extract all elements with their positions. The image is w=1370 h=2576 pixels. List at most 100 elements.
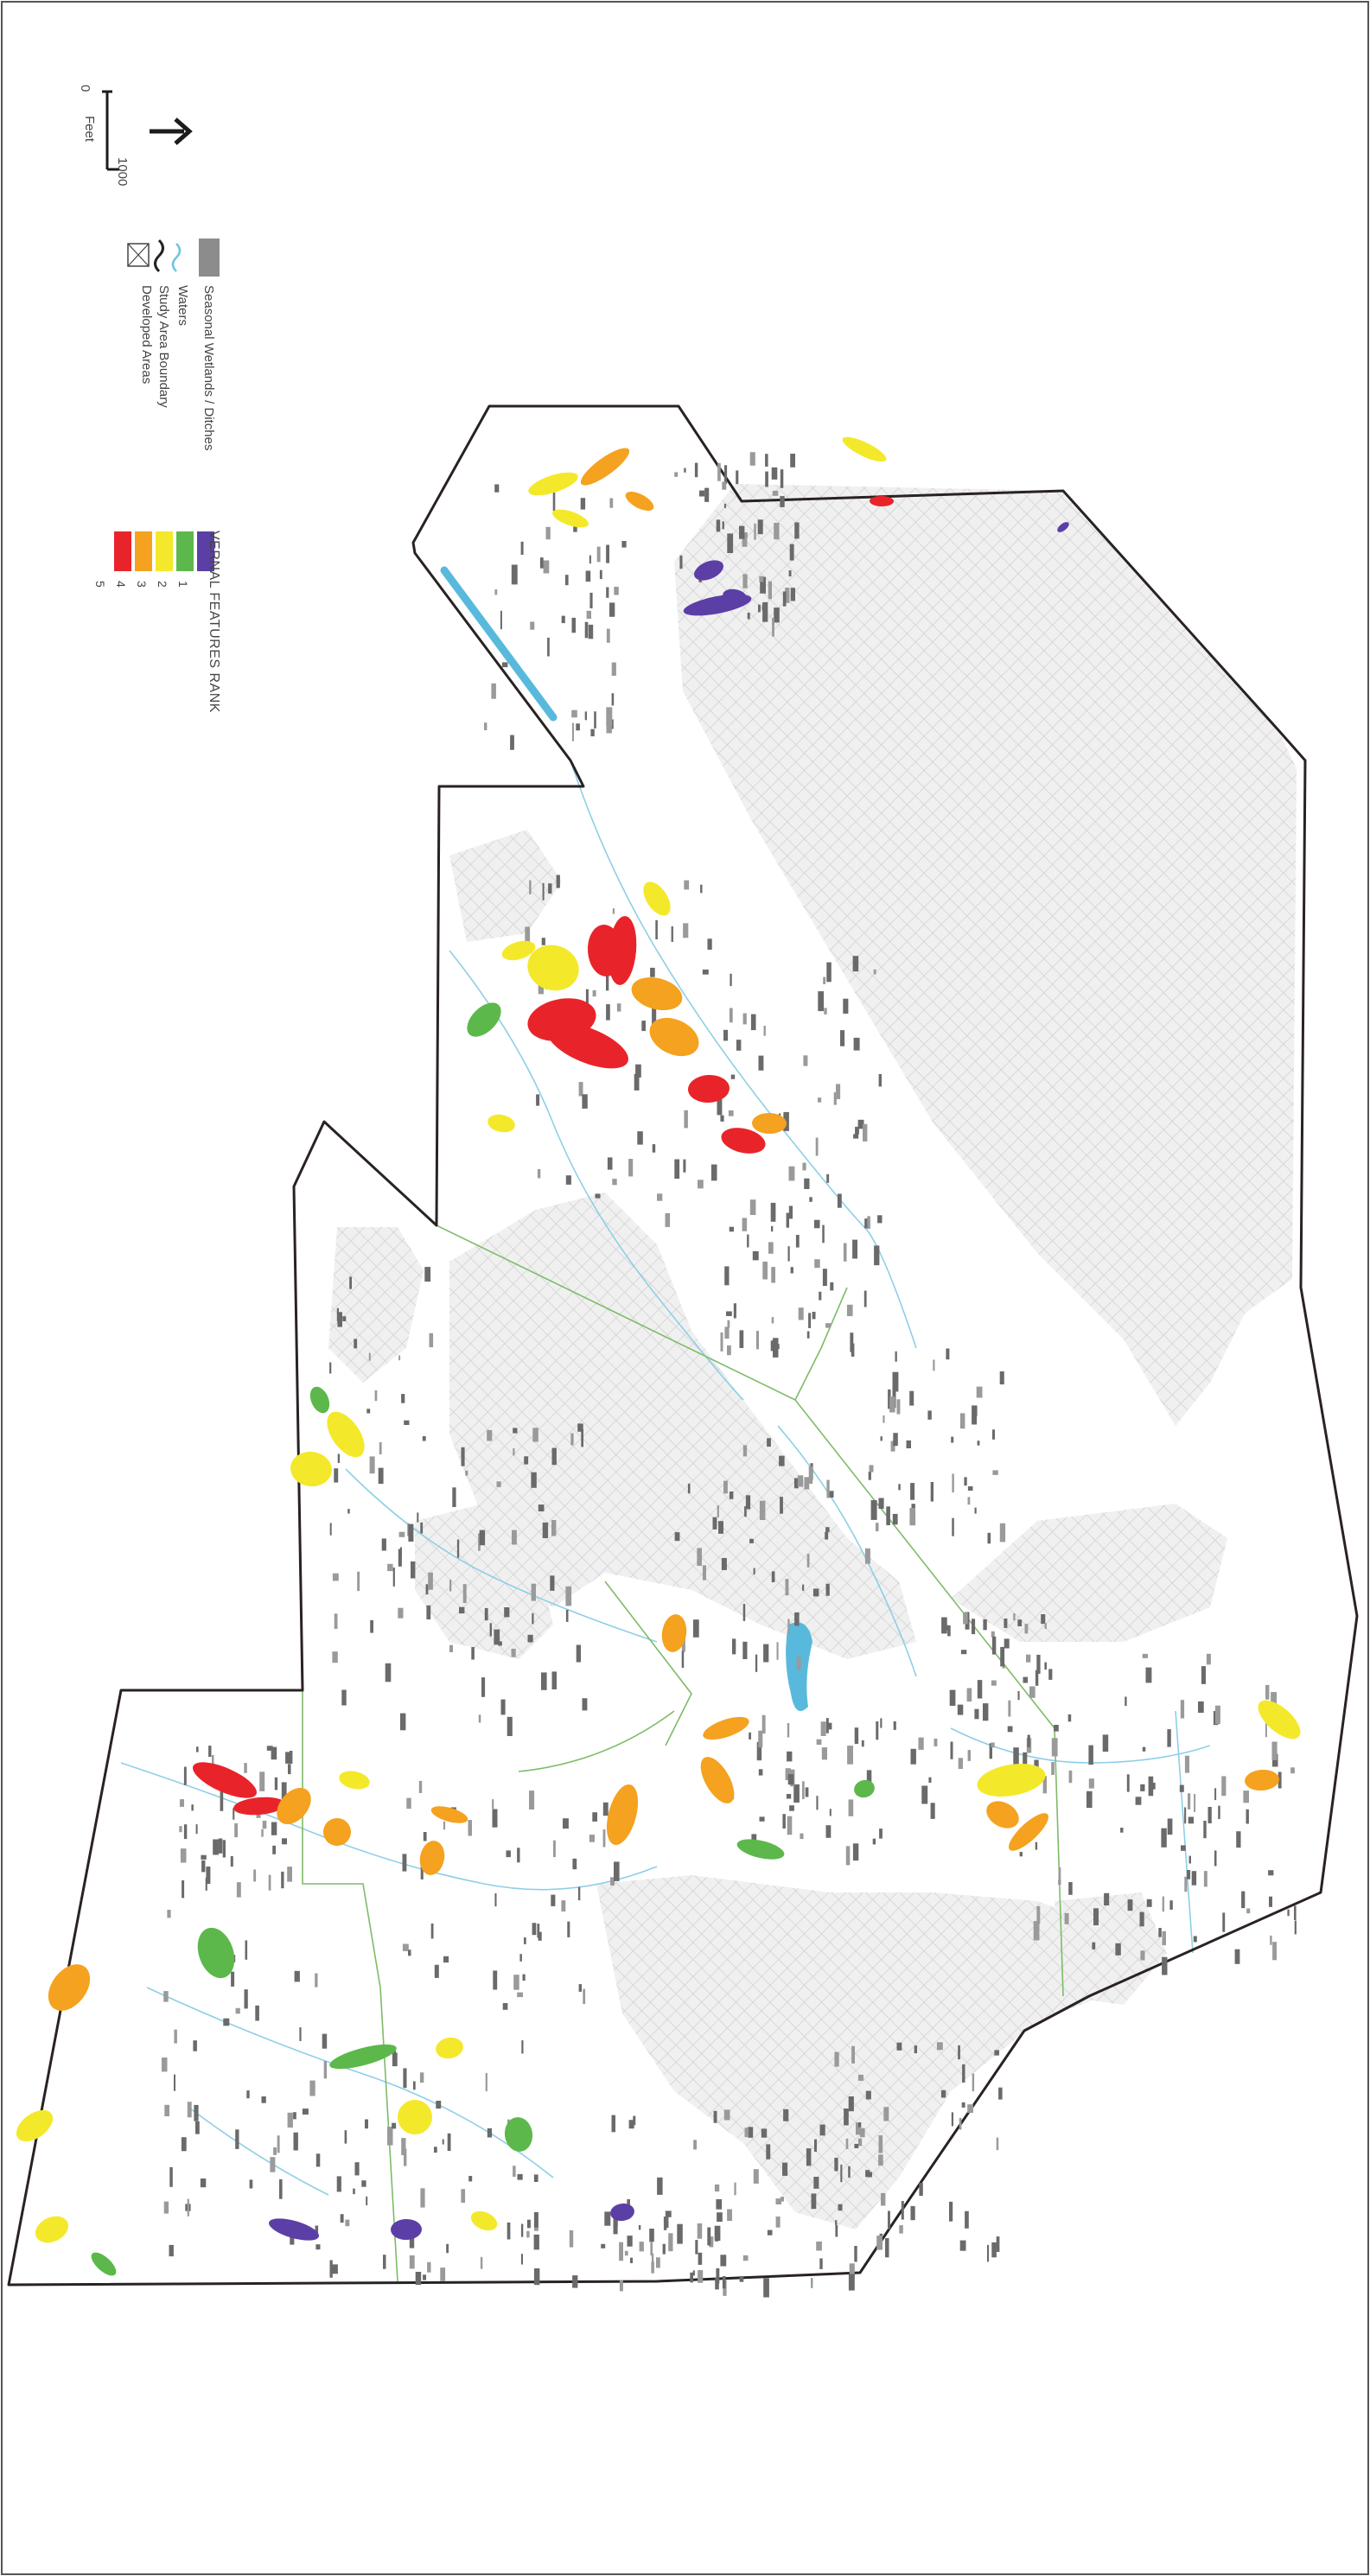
seasonal-wetland — [852, 1843, 859, 1861]
seasonal-wetland — [854, 1727, 859, 1745]
seasonal-wetland — [967, 1486, 973, 1491]
seasonal-wetland — [594, 711, 596, 728]
seasonal-wetland — [848, 2274, 855, 2291]
seasonal-wetland — [885, 2238, 889, 2258]
ditch-line — [1054, 1727, 1064, 1997]
seasonal-wetland — [530, 621, 535, 630]
seasonal-wetland — [1148, 1776, 1154, 1797]
seasonal-wetland — [302, 2109, 309, 2115]
seasonal-wetland — [181, 2137, 187, 2152]
seasonal-wetland — [1127, 1899, 1133, 1911]
seasonal-wetland — [843, 998, 849, 1014]
seasonal-wetland — [819, 1291, 822, 1301]
seasonal-wetland — [768, 1242, 774, 1254]
seasonal-wetland — [972, 2073, 975, 2092]
vernal-feature-rank-1 — [391, 2218, 422, 2241]
seasonal-wetland — [946, 1348, 950, 1360]
seasonal-wetland — [1135, 1797, 1142, 1805]
seasonal-wetland — [212, 1755, 214, 1771]
seasonal-wetland — [230, 1855, 233, 1867]
seasonal-wetland — [729, 1008, 733, 1023]
legend-swatch-boundary — [154, 239, 164, 273]
seasonal-wetland — [279, 2178, 283, 2199]
seasonal-wetland — [533, 2268, 540, 2286]
seasonal-wetland — [347, 1509, 350, 1514]
seasonal-wetland — [657, 1193, 663, 1201]
seasonal-wetland — [721, 1557, 727, 1570]
seasonal-wetland — [762, 601, 768, 622]
seasonal-wetland — [456, 1539, 460, 1558]
seasonal-wetland — [854, 2143, 859, 2148]
seasonal-wetland — [578, 1082, 583, 1097]
seasonal-wetland — [771, 467, 778, 480]
seasonal-wetland — [564, 575, 569, 586]
seasonal-wetland — [1162, 1956, 1168, 1975]
seasonal-wetland — [825, 1583, 830, 1596]
seasonal-wetland — [282, 1838, 287, 1845]
seasonal-wetland — [1013, 1613, 1016, 1621]
seasonal-wetland — [1126, 1774, 1130, 1792]
seasonal-wetland — [532, 1428, 538, 1442]
seasonal-wetland — [1023, 1676, 1028, 1683]
seasonal-wetland — [698, 1180, 704, 1189]
seasonal-wetland — [345, 2219, 350, 2227]
seasonal-wetland — [288, 1764, 291, 1775]
seasonal-wetland — [787, 1751, 793, 1762]
seasonal-wetland — [753, 2169, 759, 2184]
seasonal-wetland — [1051, 1762, 1055, 1775]
seasonal-wetland — [697, 2223, 703, 2239]
seasonal-wetland — [694, 462, 698, 478]
seasonal-wetland — [628, 2120, 634, 2129]
seasonal-wetland — [849, 2263, 855, 2279]
seasonal-wetland — [779, 1455, 785, 1466]
seasonal-wetland — [753, 1568, 755, 1574]
seasonal-wetland — [650, 967, 655, 977]
seasonal-wetland — [936, 2042, 943, 2051]
seasonal-wetland — [512, 1530, 517, 1545]
seasonal-wetland — [616, 1003, 621, 1012]
seasonal-wetland — [502, 2003, 508, 2010]
seasonal-wetland — [1008, 1700, 1011, 1717]
seasonal-wetland — [853, 1134, 859, 1139]
seasonal-wetland — [614, 1861, 620, 1881]
seasonal-wetland — [1036, 1905, 1041, 1924]
seasonal-wetland — [604, 2211, 611, 2226]
seasonal-wetland — [930, 1482, 934, 1502]
seasonal-wetland — [461, 2189, 466, 2204]
seasonal-wetland — [187, 2102, 192, 2118]
seasonal-wetland — [742, 1641, 748, 1659]
seasonal-wetland — [1290, 1767, 1295, 1774]
seasonal-wetland — [191, 1804, 194, 1811]
developed-area-southeast — [1055, 1892, 1167, 2005]
seasonal-wetland — [723, 1029, 729, 1041]
seasonal-wetland — [332, 1651, 338, 1663]
vernal-feature-rank-3 — [527, 945, 579, 991]
seasonal-wetland — [914, 2045, 917, 2054]
seasonal-wetland — [811, 2193, 817, 2210]
seasonal-wetland — [329, 1523, 332, 1536]
seasonal-wetland — [401, 2138, 406, 2155]
seasonal-wetland — [417, 1512, 419, 1523]
seasonal-wetland — [992, 1470, 998, 1475]
seasonal-wetland — [1017, 1619, 1023, 1626]
seasonal-wetland — [1146, 1899, 1152, 1907]
vernal-feature-rank-3 — [16, 2109, 54, 2142]
seasonal-wetland — [959, 1413, 965, 1429]
seasonal-wetland — [424, 1267, 431, 1282]
seasonal-wetland — [736, 470, 739, 485]
seasonal-wetland — [223, 2018, 230, 2026]
seasonal-wetland — [420, 2188, 425, 2208]
seasonal-wetland — [533, 2234, 539, 2250]
seasonal-wetland — [281, 1782, 287, 1803]
seasonal-wetland — [963, 1612, 968, 1625]
seasonal-wetland — [877, 1215, 883, 1224]
vernal-feature-rank-5 — [193, 1762, 257, 1798]
seasonal-wetland — [606, 972, 609, 991]
seasonal-wetland — [684, 1110, 688, 1129]
developed-area-west-2 — [415, 1504, 553, 1659]
seasonal-wetland — [874, 1245, 880, 1266]
seasonal-wetland — [998, 2087, 1003, 2100]
seasonal-wetland — [520, 2254, 523, 2265]
vernal-feature-rank-3 — [501, 940, 536, 961]
